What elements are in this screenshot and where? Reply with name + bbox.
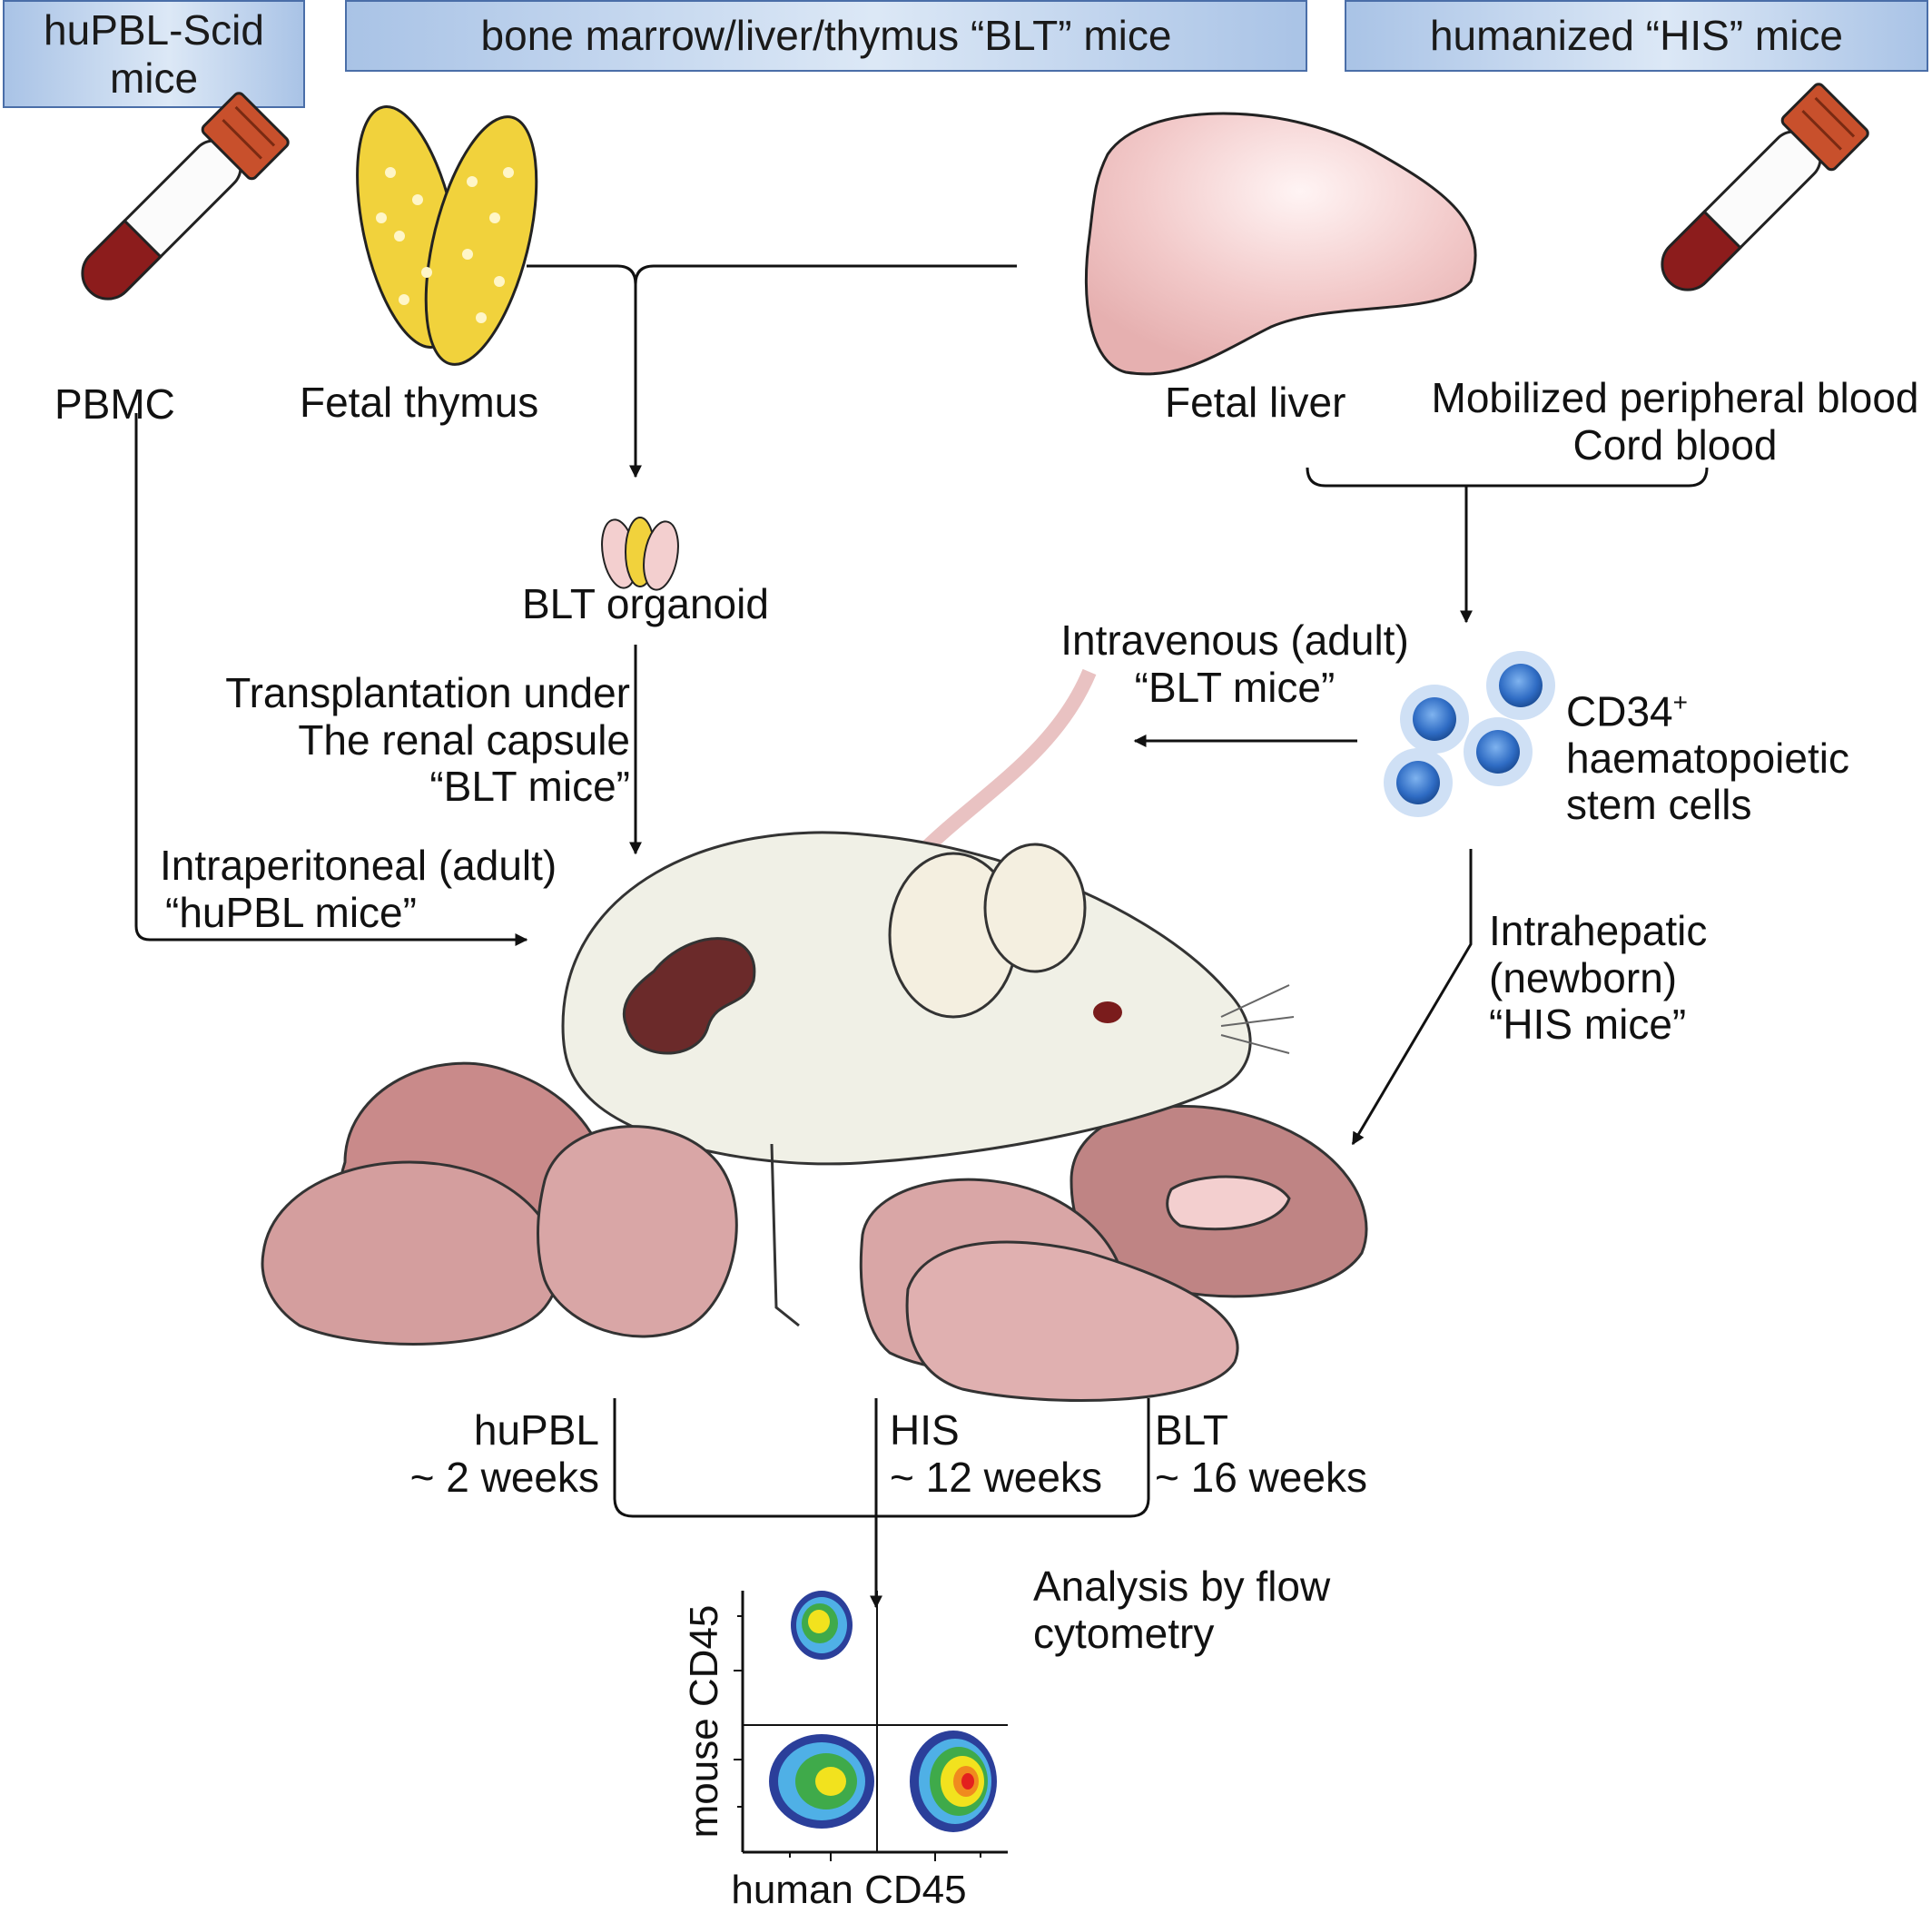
- label-mobilized-blood: Mobilized peripheral blood: [1431, 374, 1919, 421]
- header-blt-label: bone marrow/liver/thymus “BLT” mice: [480, 12, 1172, 60]
- plot-x-label: human CD45: [731, 1868, 966, 1912]
- label-intravenous: Intravenous (adult) “BLT mice”: [1060, 616, 1409, 711]
- flow-cytometry-plot: mouse CD45 human CD45: [682, 1591, 1008, 1912]
- header-his-mice: humanized “HIS” mice: [1345, 0, 1928, 72]
- label-timeline-hupbl: huPBL ~ 2 weeks: [409, 1406, 599, 1501]
- mouse-population-contour: [791, 1591, 853, 1660]
- header-hupbl-scid-mice: huPBL-Scid mice: [3, 0, 305, 108]
- liver-blood-bracket: [1306, 467, 1709, 488]
- label-transplantation: Transplantation under The renal capsule …: [225, 669, 630, 811]
- label-cord-blood: Cord blood: [1572, 420, 1778, 468]
- label-timeline-blt: BLT ~ 16 weeks: [1155, 1406, 1367, 1501]
- label-blt-organoid: BLT organoid: [522, 580, 769, 627]
- mouse-with-pups-illustration: [261, 668, 1368, 1402]
- label-pbmc: PBMC: [54, 380, 175, 428]
- label-analysis-flow-cytometry: Analysis by flow cytometry: [1033, 1563, 1331, 1657]
- blt-organoid-icon: [601, 517, 679, 591]
- human-population-contour: [910, 1731, 997, 1832]
- arrow-intraperitoneal: [134, 413, 528, 946]
- label-blood-sources: Mobilized peripheral blood Cord blood: [1416, 374, 1932, 468]
- label-cd34-stem-cells: CD34+ haematopoietic stem cells: [1566, 687, 1849, 829]
- label-intraperitoneal: Intraperitoneal (adult) “huPBL mice”: [160, 842, 557, 936]
- flow-arrows: [134, 264, 1709, 1609]
- cd34-stem-cells-icon: [1384, 651, 1555, 817]
- thymus-liver-merge-line: [527, 264, 1017, 285]
- header-blt-mice: bone marrow/liver/thymus “BLT” mice: [345, 0, 1307, 72]
- timeline-bracket: [613, 1398, 1150, 1518]
- fetal-thymus-icon: [356, 105, 538, 366]
- header-his-label: humanized “HIS” mice: [1429, 12, 1844, 60]
- arrow-intrahepatic: [1351, 849, 1473, 1146]
- fetal-liver-icon: [1084, 112, 1477, 376]
- label-fetal-thymus: Fetal thymus: [300, 379, 539, 426]
- header-hupbl-line2: mice: [109, 54, 199, 102]
- double-negative-population-contour: [769, 1734, 874, 1829]
- mobilized-blood-tube-icon: [1661, 83, 1869, 291]
- header-hupbl-line1: huPBL-Scid: [44, 5, 264, 54]
- label-timeline-his: HIS ~ 12 weeks: [890, 1406, 1102, 1501]
- label-fetal-liver: Fetal liver: [1165, 379, 1346, 426]
- pbmc-blood-tube-icon: [81, 92, 290, 301]
- plot-y-label: mouse CD45: [682, 1605, 726, 1839]
- label-intrahepatic: Intrahepatic (newborn) “HIS mice”: [1489, 907, 1708, 1049]
